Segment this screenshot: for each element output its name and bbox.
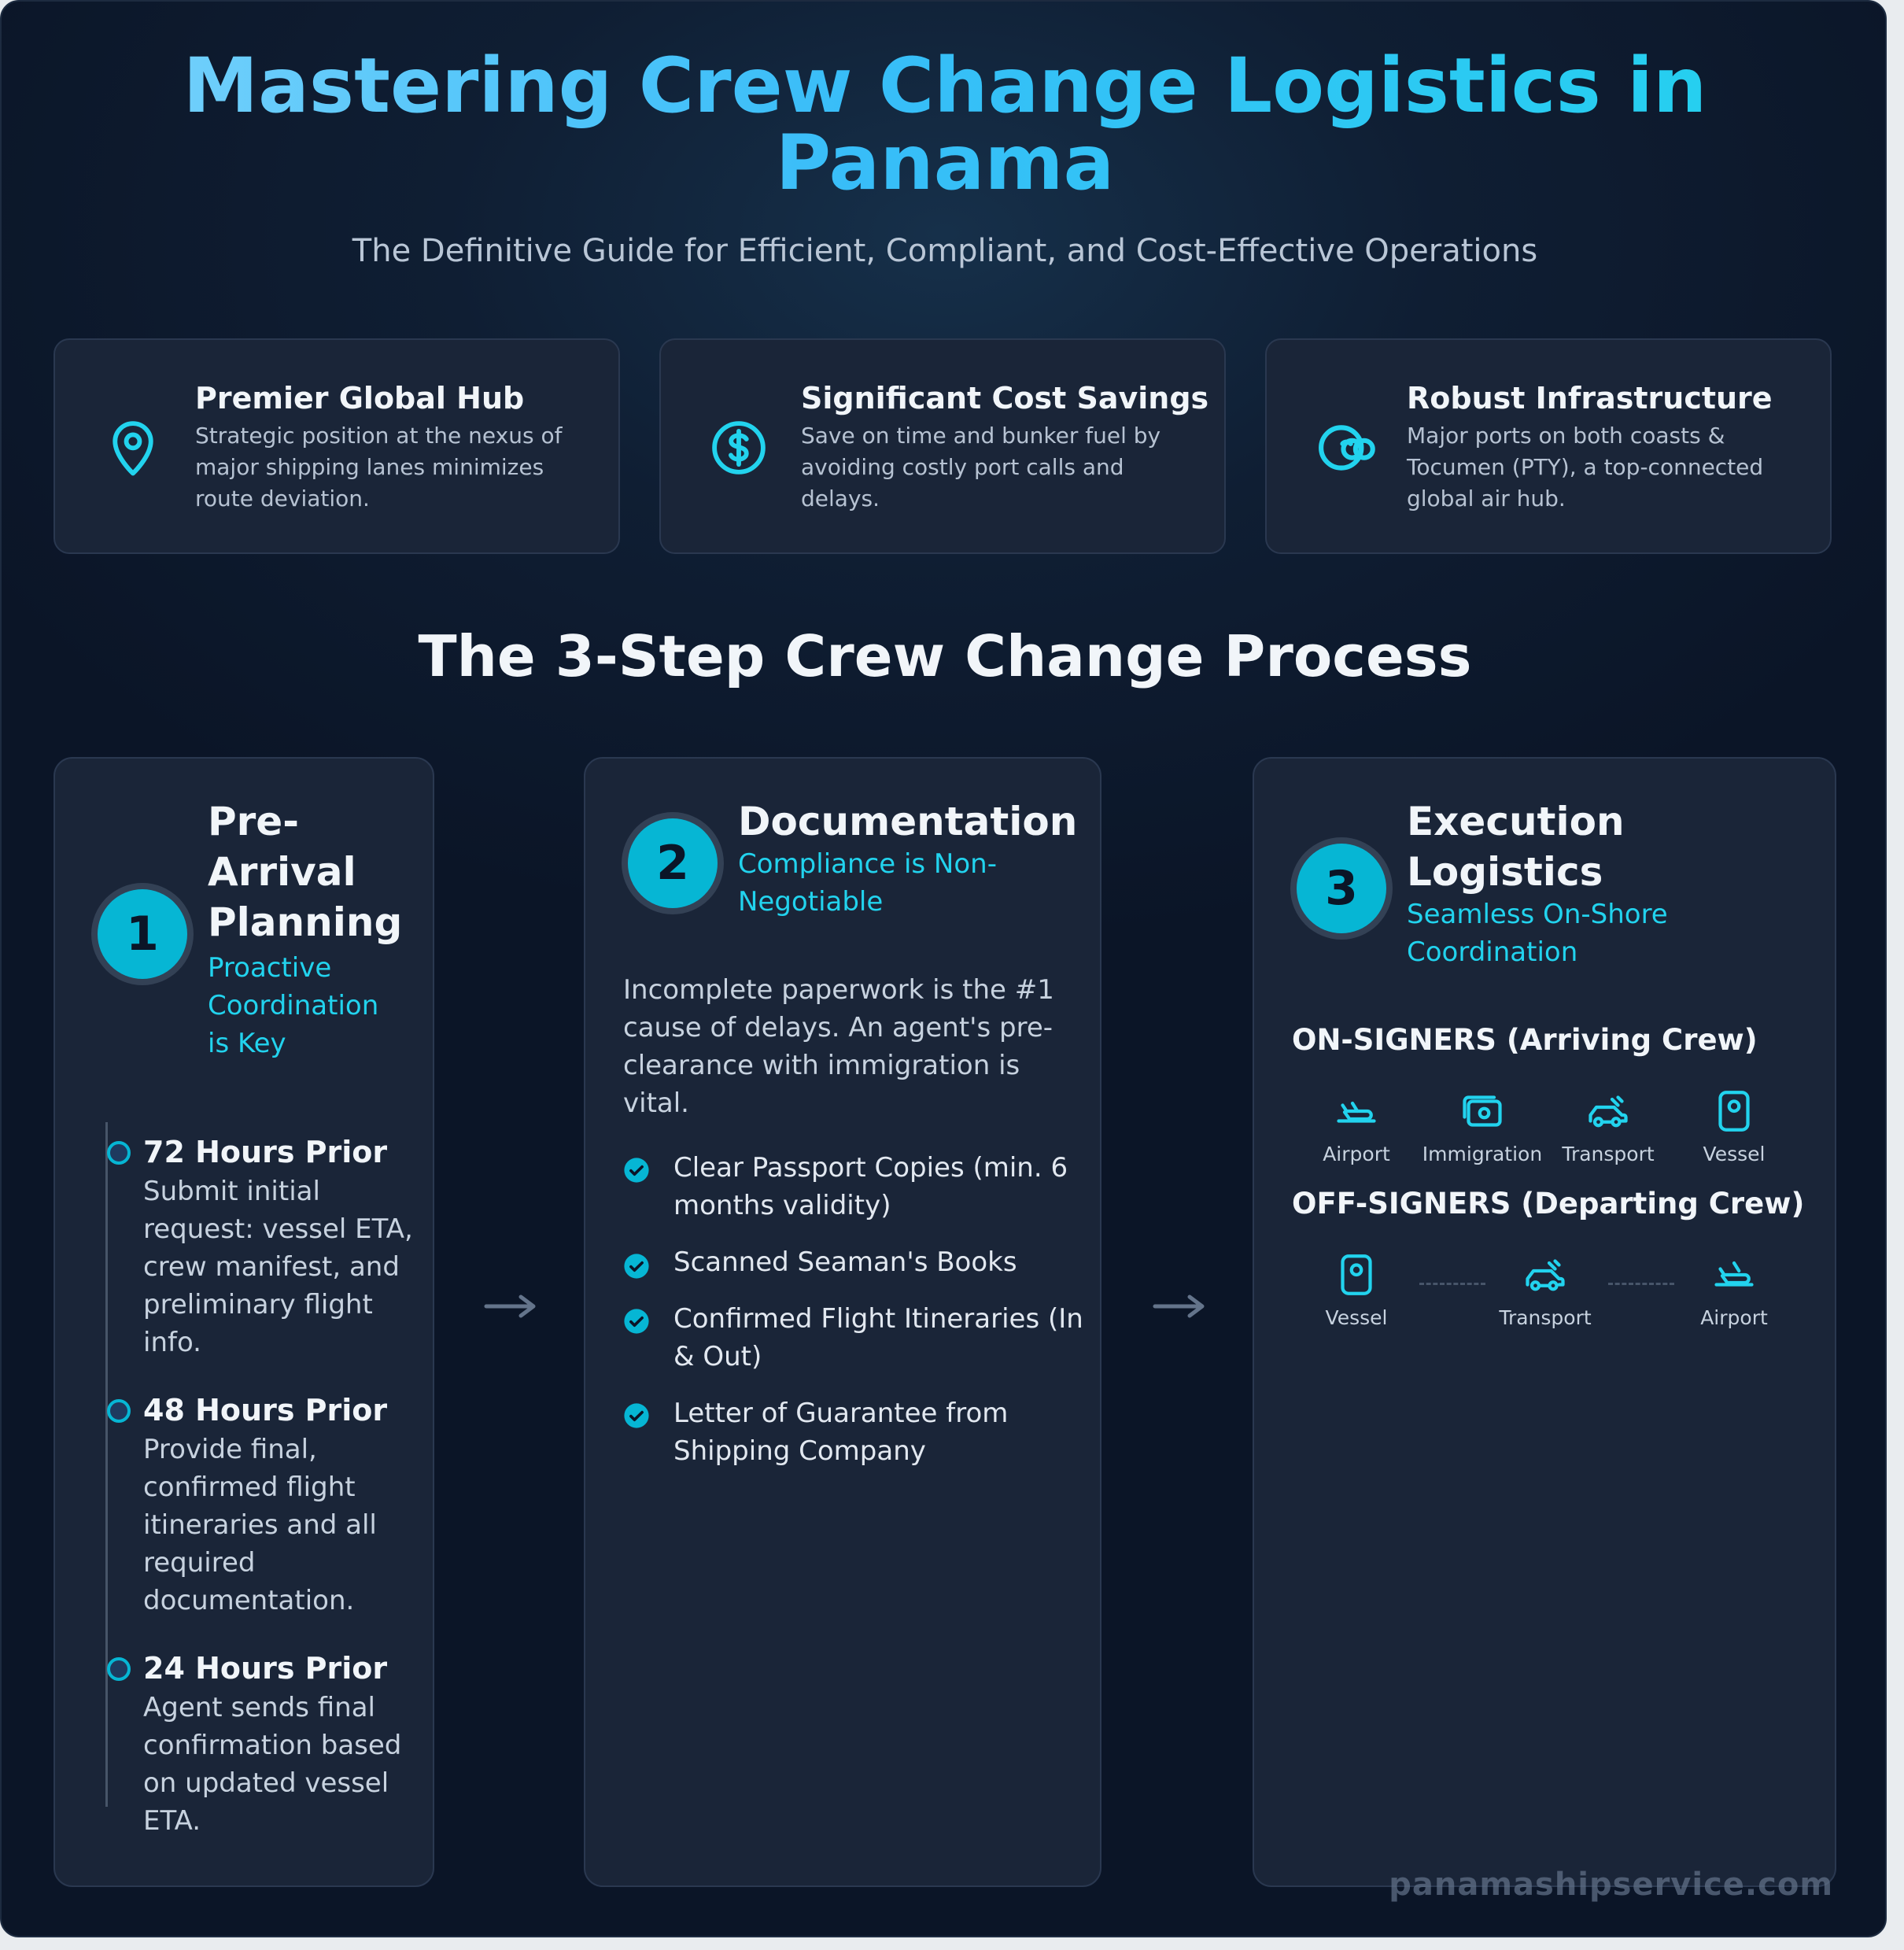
checklist-item: Scanned Seaman's Books	[673, 1246, 1017, 1278]
dollar-coin-icon	[712, 421, 766, 475]
on-signers-label: ON-SIGNERS (Arriving Crew)	[1292, 1023, 1758, 1057]
flow-connector	[1419, 1283, 1485, 1285]
step-subtitle: Seamless On-Shore Coordination	[1407, 899, 1668, 968]
timeline-text: Provide final, confirmed flight itinerar…	[143, 1434, 377, 1616]
checklist-item: Confirmed Flight Itineraries (In & Out)	[673, 1303, 1083, 1372]
step-subtitle: Proactive Coordination is Key	[208, 952, 379, 1059]
car-transport-icon	[1526, 1259, 1565, 1291]
vessel-icon	[1718, 1091, 1750, 1132]
timeline-line	[105, 1122, 108, 1807]
flow-step-label: Immigration	[1422, 1143, 1543, 1165]
vessel-icon	[1341, 1254, 1372, 1295]
timeline-item: 48 Hours Prior Provide final, confirmed …	[107, 1390, 419, 1619]
benefit-text: Strategic position at the nexus of major…	[195, 423, 563, 512]
timeline-heading: 48 Hours Prior	[143, 1393, 388, 1427]
page-subtitle: The Definitive Guide for Efficient, Comp…	[352, 233, 1538, 269]
benefit-title: Robust Infrastructure	[1407, 381, 1773, 415]
timeline-dot	[107, 1657, 131, 1681]
documentation-intro: Incomplete paperwork is the #1 cause of …	[623, 974, 1054, 1119]
step-card-execution: 3 Execution Logistics Seamless On-Shore …	[1253, 757, 1836, 1887]
flow-step-label: Transport	[1562, 1143, 1655, 1165]
location-pin-icon	[113, 421, 153, 476]
arrow-right-icon	[1153, 1294, 1205, 1318]
car-transport-icon	[1589, 1095, 1628, 1128]
benefit-text: Save on time and bunker fuel by avoiding…	[801, 423, 1161, 512]
immigration-id-icon	[1463, 1095, 1502, 1127]
timeline-item: 72 Hours Prior Submit initial request: v…	[107, 1132, 419, 1361]
flow-connector	[1608, 1283, 1674, 1285]
timeline-item: 24 Hours Prior Agent sends final confirm…	[107, 1648, 419, 1840]
benefit-card-global-hub: Premier Global Hub Strategic position at…	[54, 338, 620, 554]
off-signers-label: OFF-SIGNERS (Departing Crew)	[1292, 1187, 1805, 1221]
step-title: Execution Logistics	[1407, 799, 1625, 895]
timeline-heading: 72 Hours Prior	[143, 1135, 388, 1169]
flow-step-label: Vessel	[1325, 1306, 1388, 1329]
step-title: Pre-Arrival Planning	[208, 799, 403, 945]
check-circle-icon	[624, 1403, 649, 1428]
page-title: Mastering Crew Change Logistics in Panam…	[2, 47, 1885, 201]
check-circle-icon	[624, 1309, 649, 1334]
step-number-badge: 2	[628, 818, 718, 908]
interlinked-rings-icon	[1319, 425, 1375, 471]
timeline-text: Submit initial request: vessel ETA, crew…	[143, 1176, 413, 1358]
benefit-card-cost-savings: Significant Cost Savings Save on time an…	[659, 338, 1226, 554]
step-subtitle: Compliance is Non-Negotiable	[738, 848, 997, 918]
arrow-right-icon	[484, 1294, 536, 1318]
checklist-item: Clear Passport Copies (min. 6 months val…	[673, 1152, 1068, 1221]
step-number-badge: 1	[98, 889, 187, 979]
benefit-title: Significant Cost Savings	[801, 381, 1209, 415]
flow-step-label: Transport	[1499, 1306, 1592, 1329]
step-number-badge: 3	[1297, 844, 1386, 933]
process-section-title: The 3-Step Crew Change Process	[418, 623, 1472, 689]
timeline-heading: 24 Hours Prior	[143, 1651, 388, 1686]
timeline-dot	[107, 1141, 131, 1165]
watermark: panamashipservice.com	[1389, 1867, 1833, 1903]
step-card-documentation: 2 Documentation Compliance is Non-Negoti…	[584, 757, 1101, 1887]
step-card-pre-arrival: 1 Pre-Arrival Planning Proactive Coordin…	[54, 757, 434, 1887]
benefit-text: Major ports on both coasts & Tocumen (PT…	[1407, 423, 1764, 512]
timeline-text: Agent sends final confirmation based on …	[143, 1692, 402, 1837]
flow-step-label: Airport	[1323, 1143, 1390, 1165]
step-title: Documentation	[738, 799, 1078, 844]
benefit-card-infrastructure: Robust Infrastructure Major ports on bot…	[1265, 338, 1832, 554]
benefit-title: Premier Global Hub	[195, 381, 525, 415]
flow-step-label: Vessel	[1703, 1143, 1766, 1165]
timeline-dot	[107, 1399, 131, 1423]
checklist-item: Letter of Guarantee from Shipping Compan…	[673, 1398, 1009, 1467]
flow-step-label: Airport	[1700, 1306, 1768, 1329]
check-circle-icon	[624, 1158, 649, 1183]
airplane-takeoff-icon	[1714, 1261, 1754, 1287]
check-circle-icon	[624, 1254, 649, 1279]
airplane-landing-icon	[1337, 1101, 1376, 1123]
